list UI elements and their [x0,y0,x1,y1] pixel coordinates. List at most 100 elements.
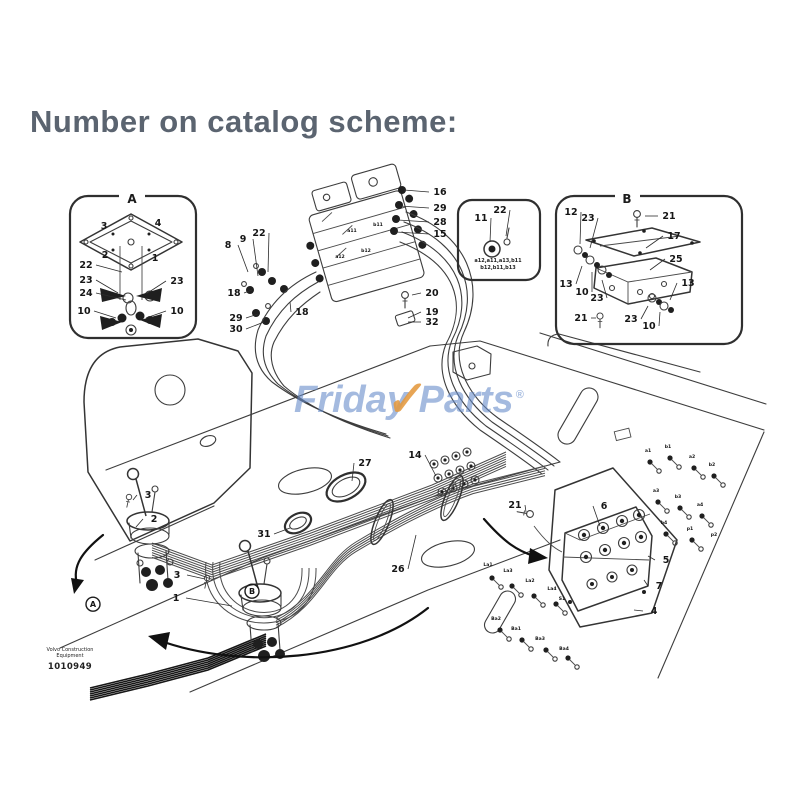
svg-text:b1: b1 [665,444,672,450]
svg-text:10: 10 [170,306,184,317]
detail-box-a-label: A [127,192,137,206]
svg-text:23: 23 [79,275,92,286]
brand-lines: Volvo Construction Equipment [30,647,110,659]
detail-box-b-label: B [622,192,631,206]
svg-text:a12: a12 [335,254,345,260]
svg-text:a1: a1 [645,448,651,454]
svg-text:a3: a3 [653,488,659,494]
svg-text:18: 18 [295,307,309,318]
page-title: Number on catalog scheme: [30,104,458,139]
svg-text:B: B [249,587,255,596]
svg-text:Ba4: Ba4 [559,646,569,652]
svg-text:b2: b2 [709,462,716,468]
svg-text:La1: La1 [483,562,492,568]
svg-text:13: 13 [681,278,694,289]
svg-text:20: 20 [425,288,439,299]
brand-line-1: Volvo Construction [46,647,94,653]
footer: Volvo Construction Equipment 1010949 [30,647,110,672]
port-codes-line1: a12,a11,a13,b11 [474,258,522,264]
svg-text:Ba2: Ba2 [491,616,501,622]
svg-text:La3: La3 [503,568,512,574]
svg-text:1: 1 [152,253,159,264]
detail-box-a: A [68,189,198,340]
svg-text:b3: b3 [675,494,682,500]
svg-text:4: 4 [651,606,658,617]
svg-text:27: 27 [358,458,371,469]
svg-text:21: 21 [662,211,675,222]
shuttle-valve-art [516,467,678,628]
svg-text:23: 23 [624,314,637,325]
svg-text:5: 5 [663,555,670,566]
svg-text:13: 13 [559,279,572,290]
svg-text:A: A [90,600,97,609]
svg-text:b4: b4 [661,520,668,526]
grommets-art [283,471,367,535]
svg-text:S1: S1 [559,596,566,602]
svg-text:22: 22 [79,260,92,271]
svg-text:3: 3 [145,490,152,501]
svg-text:12: 12 [564,207,577,218]
port-fitting-clusters-art [488,454,726,670]
svg-text:Ba3: Ba3 [535,636,545,642]
svg-text:2: 2 [151,514,158,525]
svg-text:Ba1: Ba1 [511,626,521,632]
fridayparts-watermark: Friday✓Parts® [294,371,524,427]
detail-box-small: a12,a11,a13,b11 b12,b11,b13 [456,198,542,282]
svg-text:22: 22 [252,228,265,239]
svg-text:23: 23 [590,293,603,304]
coupler-cluster-art [370,447,480,546]
circled-view-labels: AB [85,583,260,612]
svg-text:25: 25 [669,254,682,265]
svg-text:10: 10 [642,321,656,332]
watermark-text: Frida [294,379,387,421]
svg-text:28: 28 [433,217,447,228]
svg-text:p2: p2 [711,532,718,538]
svg-text:4: 4 [155,218,162,229]
svg-text:31: 31 [257,529,270,540]
svg-text:24: 24 [79,288,93,299]
svg-text:11: 11 [474,213,487,224]
svg-text:30: 30 [229,324,243,335]
svg-text:23: 23 [581,213,594,224]
hose-runs-art [254,211,561,475]
port-tag-labels: a11b11a12b12a1b1a2b2a3b3a4b4p1p2La1La3La… [335,222,717,652]
svg-text:19: 19 [425,307,438,318]
port-codes-line2: b12,b11,b13 [480,265,516,271]
svg-text:2: 2 [102,250,109,261]
svg-text:3: 3 [101,221,108,232]
svg-text:17: 17 [667,231,680,242]
svg-text:La4: La4 [547,586,556,592]
svg-text:23: 23 [170,276,183,287]
direction-arrows-art [71,517,548,659]
svg-text:b12: b12 [361,248,371,254]
svg-text:15: 15 [433,229,446,240]
svg-text:16: 16 [433,187,447,198]
svg-text:La2: La2 [525,578,534,584]
svg-text:8: 8 [225,240,232,251]
document-number: 1010949 [47,662,93,672]
registered-mark: ® [515,389,524,402]
svg-text:a2: a2 [689,454,695,460]
detail-box-b: B [554,189,744,346]
svg-text:10: 10 [77,306,91,317]
svg-text:21: 21 [508,500,521,511]
svg-text:10: 10 [575,287,589,298]
watermark-text-y: y [386,379,409,421]
hose-band2-art [205,465,546,629]
svg-text:21: 21 [574,313,587,324]
svg-text:1: 1 [173,593,180,604]
brand-line-2: Equipment [56,653,84,659]
hose-band-art [151,451,507,580]
svg-text:26: 26 [391,564,405,575]
svg-text:p1: p1 [687,526,694,532]
svg-text:3: 3 [174,570,181,581]
svg-text:b11: b11 [373,222,383,228]
svg-text:29: 29 [433,203,446,214]
svg-text:18: 18 [227,288,241,299]
svg-text:a11: a11 [347,228,357,234]
joystick-1-art [123,467,174,591]
svg-text:7: 7 [656,581,663,592]
